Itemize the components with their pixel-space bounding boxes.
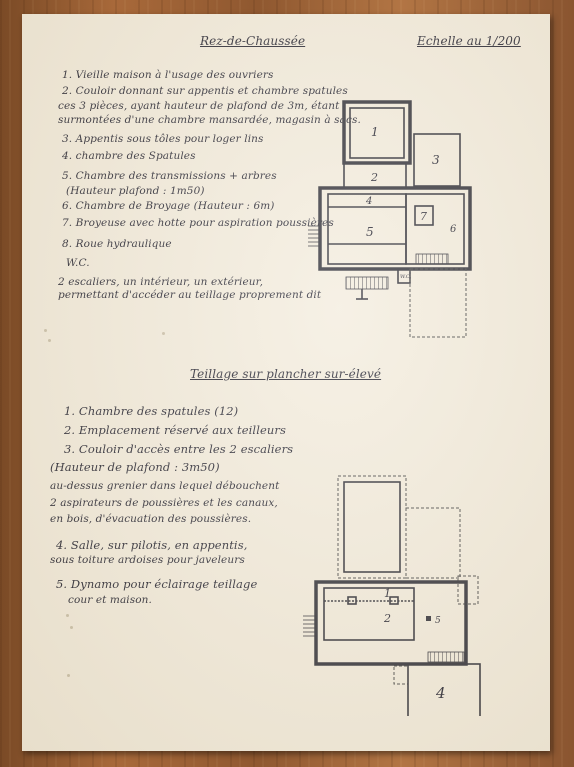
legend-line: 4. Salle, sur pilotis, en appentis, <box>56 538 248 552</box>
room-number: 4 <box>365 196 372 207</box>
legend-line: 2 escaliers, un intérieur, un extérieur, <box>58 276 264 288</box>
room-number: 2 <box>370 171 378 184</box>
legend-line: 8. Roue hydraulique <box>62 238 172 250</box>
legend-line: au-dessus grenier dans lequel débouchent <box>50 480 280 492</box>
raised-floor-plan: 1 2 5 4 <box>303 475 481 716</box>
legend-line: permettant d'accéder au teillage proprem… <box>58 289 322 301</box>
legend-line: 2. Emplacement réservé aux teilleurs <box>64 423 287 437</box>
legend-line: cour et maison. <box>68 594 152 606</box>
legend-line: surmontées d'une chambre mansardée, maga… <box>58 114 361 126</box>
legend-line: sous toiture ardoises pour javeleurs <box>50 554 245 566</box>
legend-line: 4. chambre des Spatules <box>62 150 196 162</box>
legend-line: 1. Chambre des spatules (12) <box>64 404 239 418</box>
ground-floor-plan: 1 2 3 4 5 7 6 W.C. <box>308 100 472 338</box>
scale-label: Echelle au 1/200 <box>417 34 521 48</box>
room-number: 2 <box>383 612 391 625</box>
room-number: 7 <box>420 210 427 223</box>
legend-line: 5. Dynamo pour éclairage teillage <box>56 577 258 591</box>
room-number: 6 <box>450 224 457 235</box>
room-number: 5 <box>435 616 441 626</box>
legend-line: 5. Chambre des transmissions + arbres <box>62 170 277 182</box>
room-number: W.C. <box>400 274 412 280</box>
legend-line: 1. Vieille maison à l'usage des ouvriers <box>62 69 274 81</box>
room-number: 1 <box>371 125 379 139</box>
document-sheet: Rez-de-Chaussée Echelle au 1/200 1. Viei… <box>22 14 550 751</box>
room-number: 5 <box>366 225 374 239</box>
legend-line: 3. Couloir d'accès entre les 2 escaliers <box>64 442 294 456</box>
legend-line: 7. Broyeuse avec hotte pour aspiration p… <box>62 217 334 229</box>
room-number: 3 <box>432 153 440 167</box>
room-number: 1 <box>384 587 391 600</box>
legend-line: 6. Chambre de Broyage (Hauteur : 6m) <box>62 200 275 212</box>
section-title-raised-floor: Teillage sur plancher sur-élevé <box>190 367 382 381</box>
legend-line: 2 aspirateurs de poussières et les canau… <box>50 497 278 509</box>
section-title-ground-floor: Rez-de-Chaussée <box>200 34 306 48</box>
legend-line: (Hauteur plafond : 1m50) <box>66 185 205 197</box>
room-number: 4 <box>435 684 446 702</box>
legend-line: 3. Appentis sous tôles pour loger lins <box>62 133 264 145</box>
legend-line: ces 3 pièces, ayant hauteur de plafond d… <box>58 100 340 112</box>
legend-line: 2. Couloir donnant sur appentis et chamb… <box>62 85 348 97</box>
legend-line: W.C. <box>66 257 90 269</box>
legend-line: en bois, d'évacuation des poussières. <box>50 513 252 525</box>
legend-line: (Hauteur de plafond : 3m50) <box>50 460 220 474</box>
